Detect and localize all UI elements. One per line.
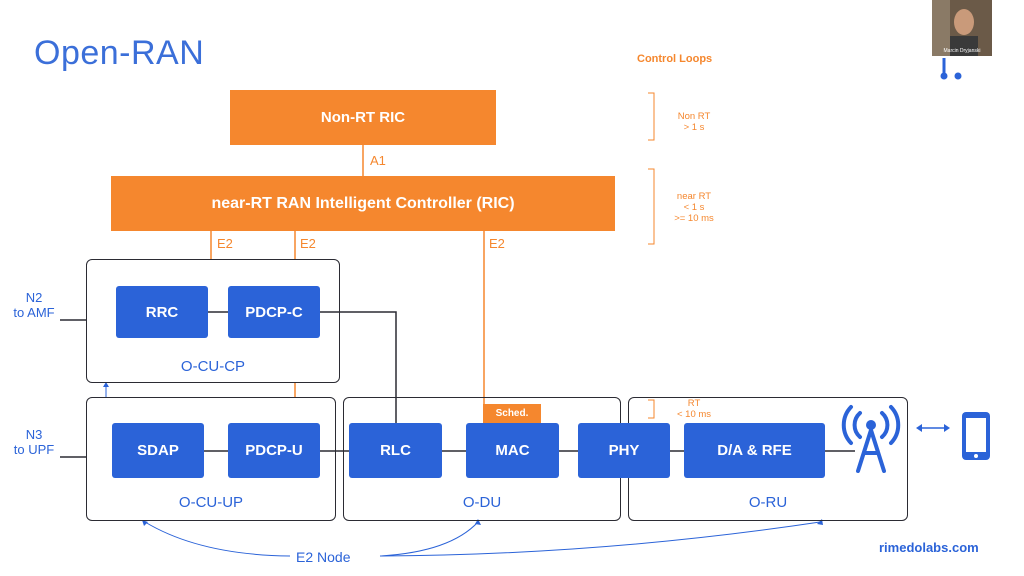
brand-url: rimedolabs.com [879,540,979,555]
page-title: Open-RAN [34,34,205,72]
o-cu-up-label: O-CU-UP [178,494,244,511]
pdcp-c-block[interactable]: PDCP-C [228,286,320,338]
phy-block[interactable]: PHY [578,423,670,478]
o-cu-cp-group: O-CU-CP [86,259,340,383]
rrc-block[interactable]: RRC [116,286,208,338]
da-rfe-block[interactable]: D/A & RFE [684,423,825,478]
o-du-label: O-DU [462,494,502,511]
scheduler-tag[interactable]: Sched. [483,404,541,423]
non-rt-ric-box[interactable]: Non-RT RIC [230,90,496,145]
mac-block[interactable]: MAC [466,423,559,478]
e2-interface-label-cucp-b: E2 [300,236,316,251]
o-cu-up-group: O-CU-UP [86,397,336,521]
rlc-block[interactable]: RLC [349,423,442,478]
antenna-tower-icon [841,405,901,473]
e2-node-label: E2 Node [296,549,351,565]
pdcp-u-block[interactable]: PDCP-U [228,423,320,478]
o-ru-label: O-RU [748,494,788,511]
smartphone-icon [962,412,990,460]
near-rt-ric-box[interactable]: near-RT RAN Intelligent Controller (RIC) [111,176,615,231]
loop-rt: RT< 10 ms [676,398,712,420]
e2-interface-label-du: E2 [489,236,505,251]
sdap-block[interactable]: SDAP [112,423,204,478]
loop-non-rt: Non RT> 1 s [677,111,711,133]
webcam-name-label: Marcin Dryjanski [943,48,981,54]
a1-interface-label: A1 [370,153,386,168]
o-cu-cp-label: O-CU-CP [180,358,246,375]
control-loops-heading: Control Loops [637,53,713,65]
webcam-tile[interactable]: Marcin Dryjanski [932,0,992,56]
e2-interface-label-cucp-a: E2 [217,236,233,251]
loop-near-rt: near RT< 1 s>= 10 ms [674,191,714,224]
rimedo-logo-icon [940,58,962,80]
presenter-avatar [932,0,992,56]
